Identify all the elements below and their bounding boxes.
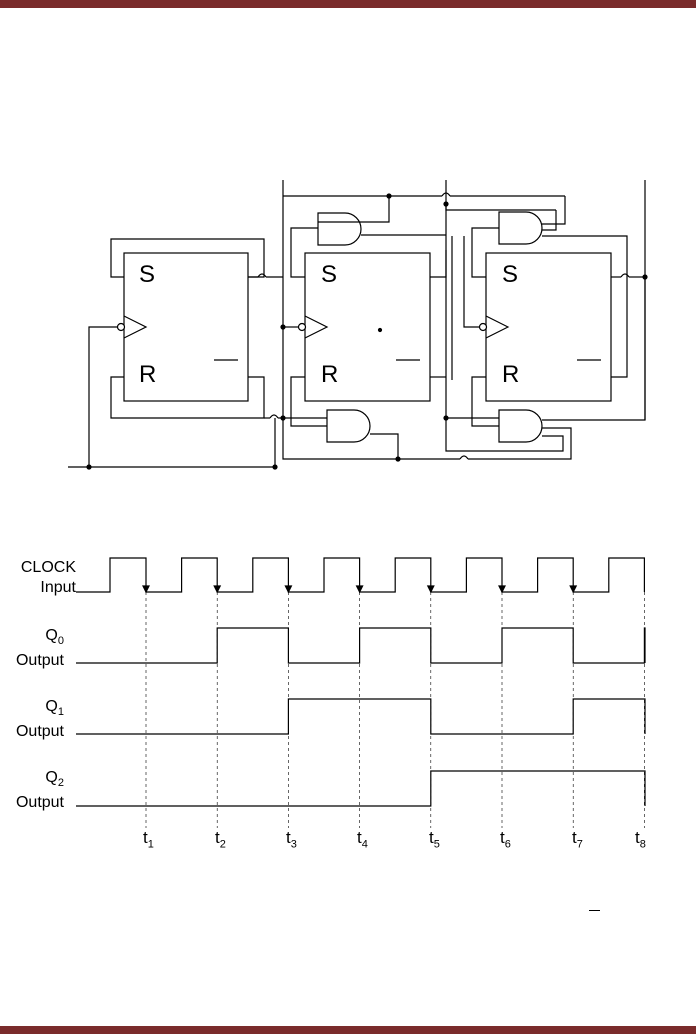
clock-edge-arrow-1 [142, 585, 150, 594]
flipflop-2-reset-label: R [502, 361, 520, 388]
tick-label-t5: t5 [429, 828, 440, 851]
tick-label-t2: t2 [215, 828, 226, 851]
tick-label-t1: t1 [143, 828, 154, 851]
and-gate-lower-2 [498, 409, 543, 443]
flipflop-2-clock-input [478, 315, 510, 339]
flipflop-0-reset-label: R [139, 361, 157, 388]
tick-label-t3: t3 [286, 828, 297, 851]
flipflop-1-reset-label: R [321, 361, 339, 388]
flipflop-1-set-label: S [321, 261, 338, 288]
flipflop-1-clock-input [297, 315, 329, 339]
waveform-q0 [76, 627, 646, 664]
and-gate-upper-2 [498, 211, 543, 245]
flipflop-0-clock-input [116, 315, 148, 339]
waveform-q1 [76, 698, 646, 735]
tick-label-t7: t7 [572, 828, 583, 851]
top-band [0, 0, 696, 8]
tick-label-t8: t8 [635, 828, 646, 851]
clock-edge-arrow-4 [355, 585, 364, 594]
clock-edge-arrow-7 [569, 585, 578, 594]
flipflop-0-set-label: S [139, 261, 156, 288]
clock-edge-arrow-3 [284, 585, 293, 594]
overline-mark [589, 910, 600, 911]
bottom-band [0, 1026, 696, 1034]
and-gate-lower-1 [326, 409, 371, 443]
waveform-q2 [76, 770, 646, 807]
clock-edge-arrow-5 [426, 585, 435, 594]
flipflop-2-set-label: S [502, 261, 519, 288]
counter-circuit [68, 180, 648, 470]
and-gate-upper-1 [317, 212, 362, 246]
tick-label-t4: t4 [357, 828, 368, 851]
clock-edge-arrow-2 [213, 585, 222, 594]
tick-label-t6: t6 [500, 828, 511, 851]
clock-edge-arrow-6 [498, 585, 506, 594]
